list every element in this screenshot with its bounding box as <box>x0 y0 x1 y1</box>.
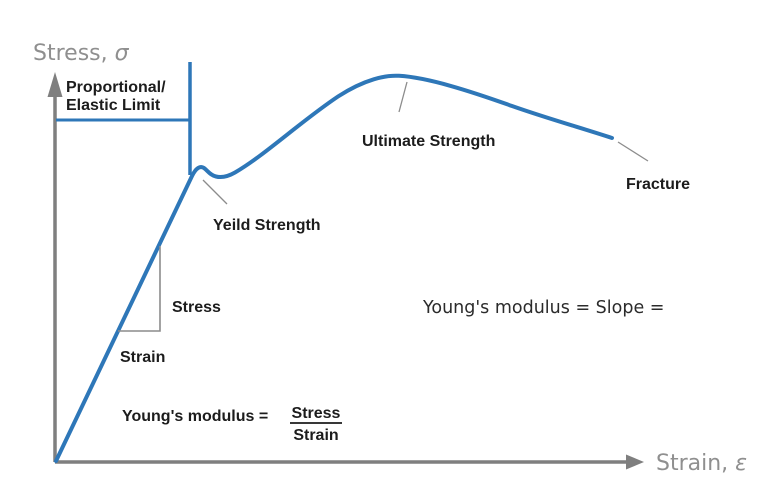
x-axis-title-word: Strain, <box>656 451 728 476</box>
x-axis-title: Strain, ε <box>656 451 747 476</box>
fracture-label: Fracture <box>626 176 690 193</box>
formula-numerator: Stress <box>292 405 341 422</box>
stress-strain-curve <box>54 73 614 463</box>
proportional-limit-label-line2: Elastic Limit <box>66 97 161 114</box>
slope-strain-label: Strain <box>120 349 165 366</box>
slope-stress-label: Stress <box>172 299 221 316</box>
ultimate-pointer-line <box>398 81 408 113</box>
y-axis-title-word: Stress, <box>33 41 108 66</box>
youngs-modulus-slope-text: Young's modulus = Slope = <box>422 298 664 318</box>
formula-denominator: Strain <box>293 427 338 444</box>
yield-strength-label: Yeild Strength <box>213 217 321 234</box>
yield-pointer-line <box>202 179 228 205</box>
y-axis-sigma-symbol: σ <box>115 41 130 66</box>
ultimate-strength-label: Ultimate Strength <box>362 133 495 150</box>
youngs-modulus-formula-label: Young's modulus = <box>122 408 268 425</box>
y-axis-arrowhead-icon <box>47 72 63 97</box>
proportional-limit-label-line1: Proportional/ <box>66 79 166 96</box>
x-axis-epsilon-symbol: ε <box>735 451 747 476</box>
y-axis-title: Stress, σ <box>33 41 130 66</box>
fracture-pointer-line <box>617 141 649 162</box>
slope-triangle <box>118 246 161 332</box>
x-axis-arrowhead-icon <box>626 454 644 470</box>
